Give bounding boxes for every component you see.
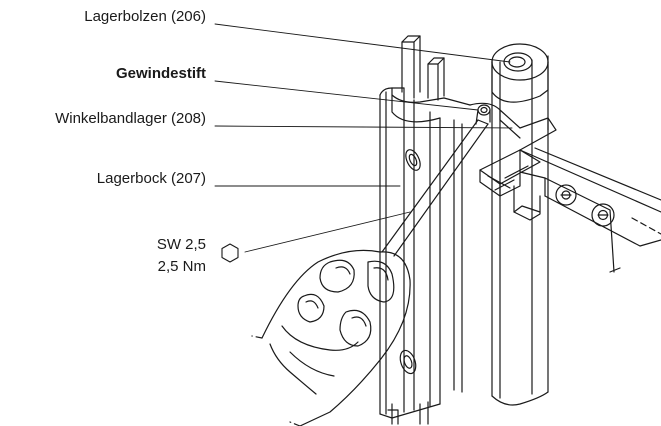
leader-lagerbolzen [214,23,511,63]
tube-part [491,55,549,406]
screwdriver-part [251,119,489,426]
label-torque: 2,5 Nm [157,258,206,275]
label-lagerbolzen: Lagerbolzen (206) [84,8,206,25]
leader-sw [244,211,411,253]
leader-winkelbandlager [214,125,513,129]
hinge-strap-part [479,147,661,273]
lagerbock-part [379,35,471,425]
leader-lines [214,23,513,253]
label-winkelbandlager: Winkelbandlager (208) [55,110,206,127]
hexagon-icon [221,243,239,263]
label-lagerbock: Lagerbock (207) [96,170,206,187]
label-gewindestift: Gewindestift [115,65,206,82]
label-sw: SW 2,5 [156,236,206,253]
leader-gewindestift [214,80,479,111]
winkelbandlager-part [469,102,557,151]
